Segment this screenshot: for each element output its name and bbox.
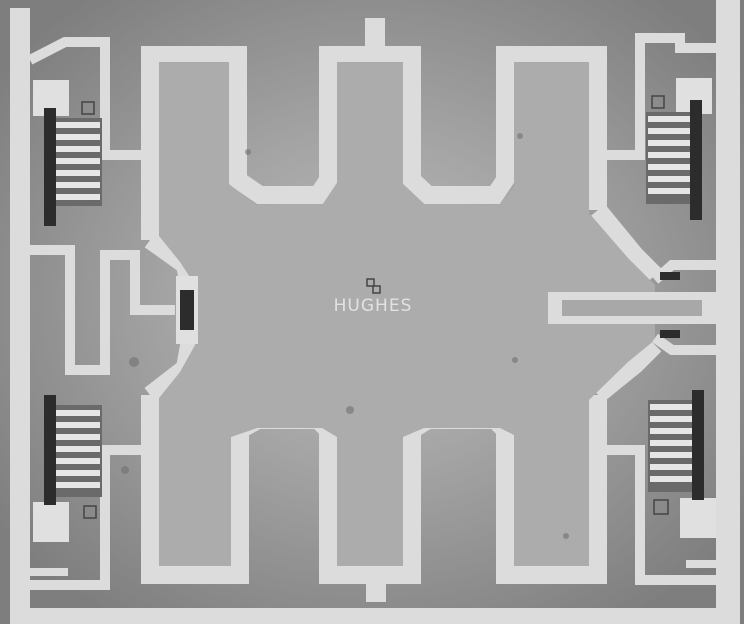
bond-pads — [33, 78, 716, 542]
finger-array-bottom-right — [648, 390, 704, 500]
small-squares — [81, 95, 669, 519]
left-lines — [27, 37, 175, 590]
finger-array-top-left — [44, 108, 102, 226]
right-gate-devices — [660, 272, 680, 338]
finger-array-bottom-left — [44, 395, 102, 505]
right-feed-inner — [562, 300, 702, 316]
finger-array-top-right — [646, 100, 702, 220]
center-plate — [159, 62, 655, 566]
surface-specks — [121, 133, 569, 539]
left-gate-device — [176, 276, 198, 344]
meander-stubs — [365, 18, 386, 602]
chip-marking: HUGHES — [333, 296, 413, 316]
ground-frame — [10, 0, 740, 624]
